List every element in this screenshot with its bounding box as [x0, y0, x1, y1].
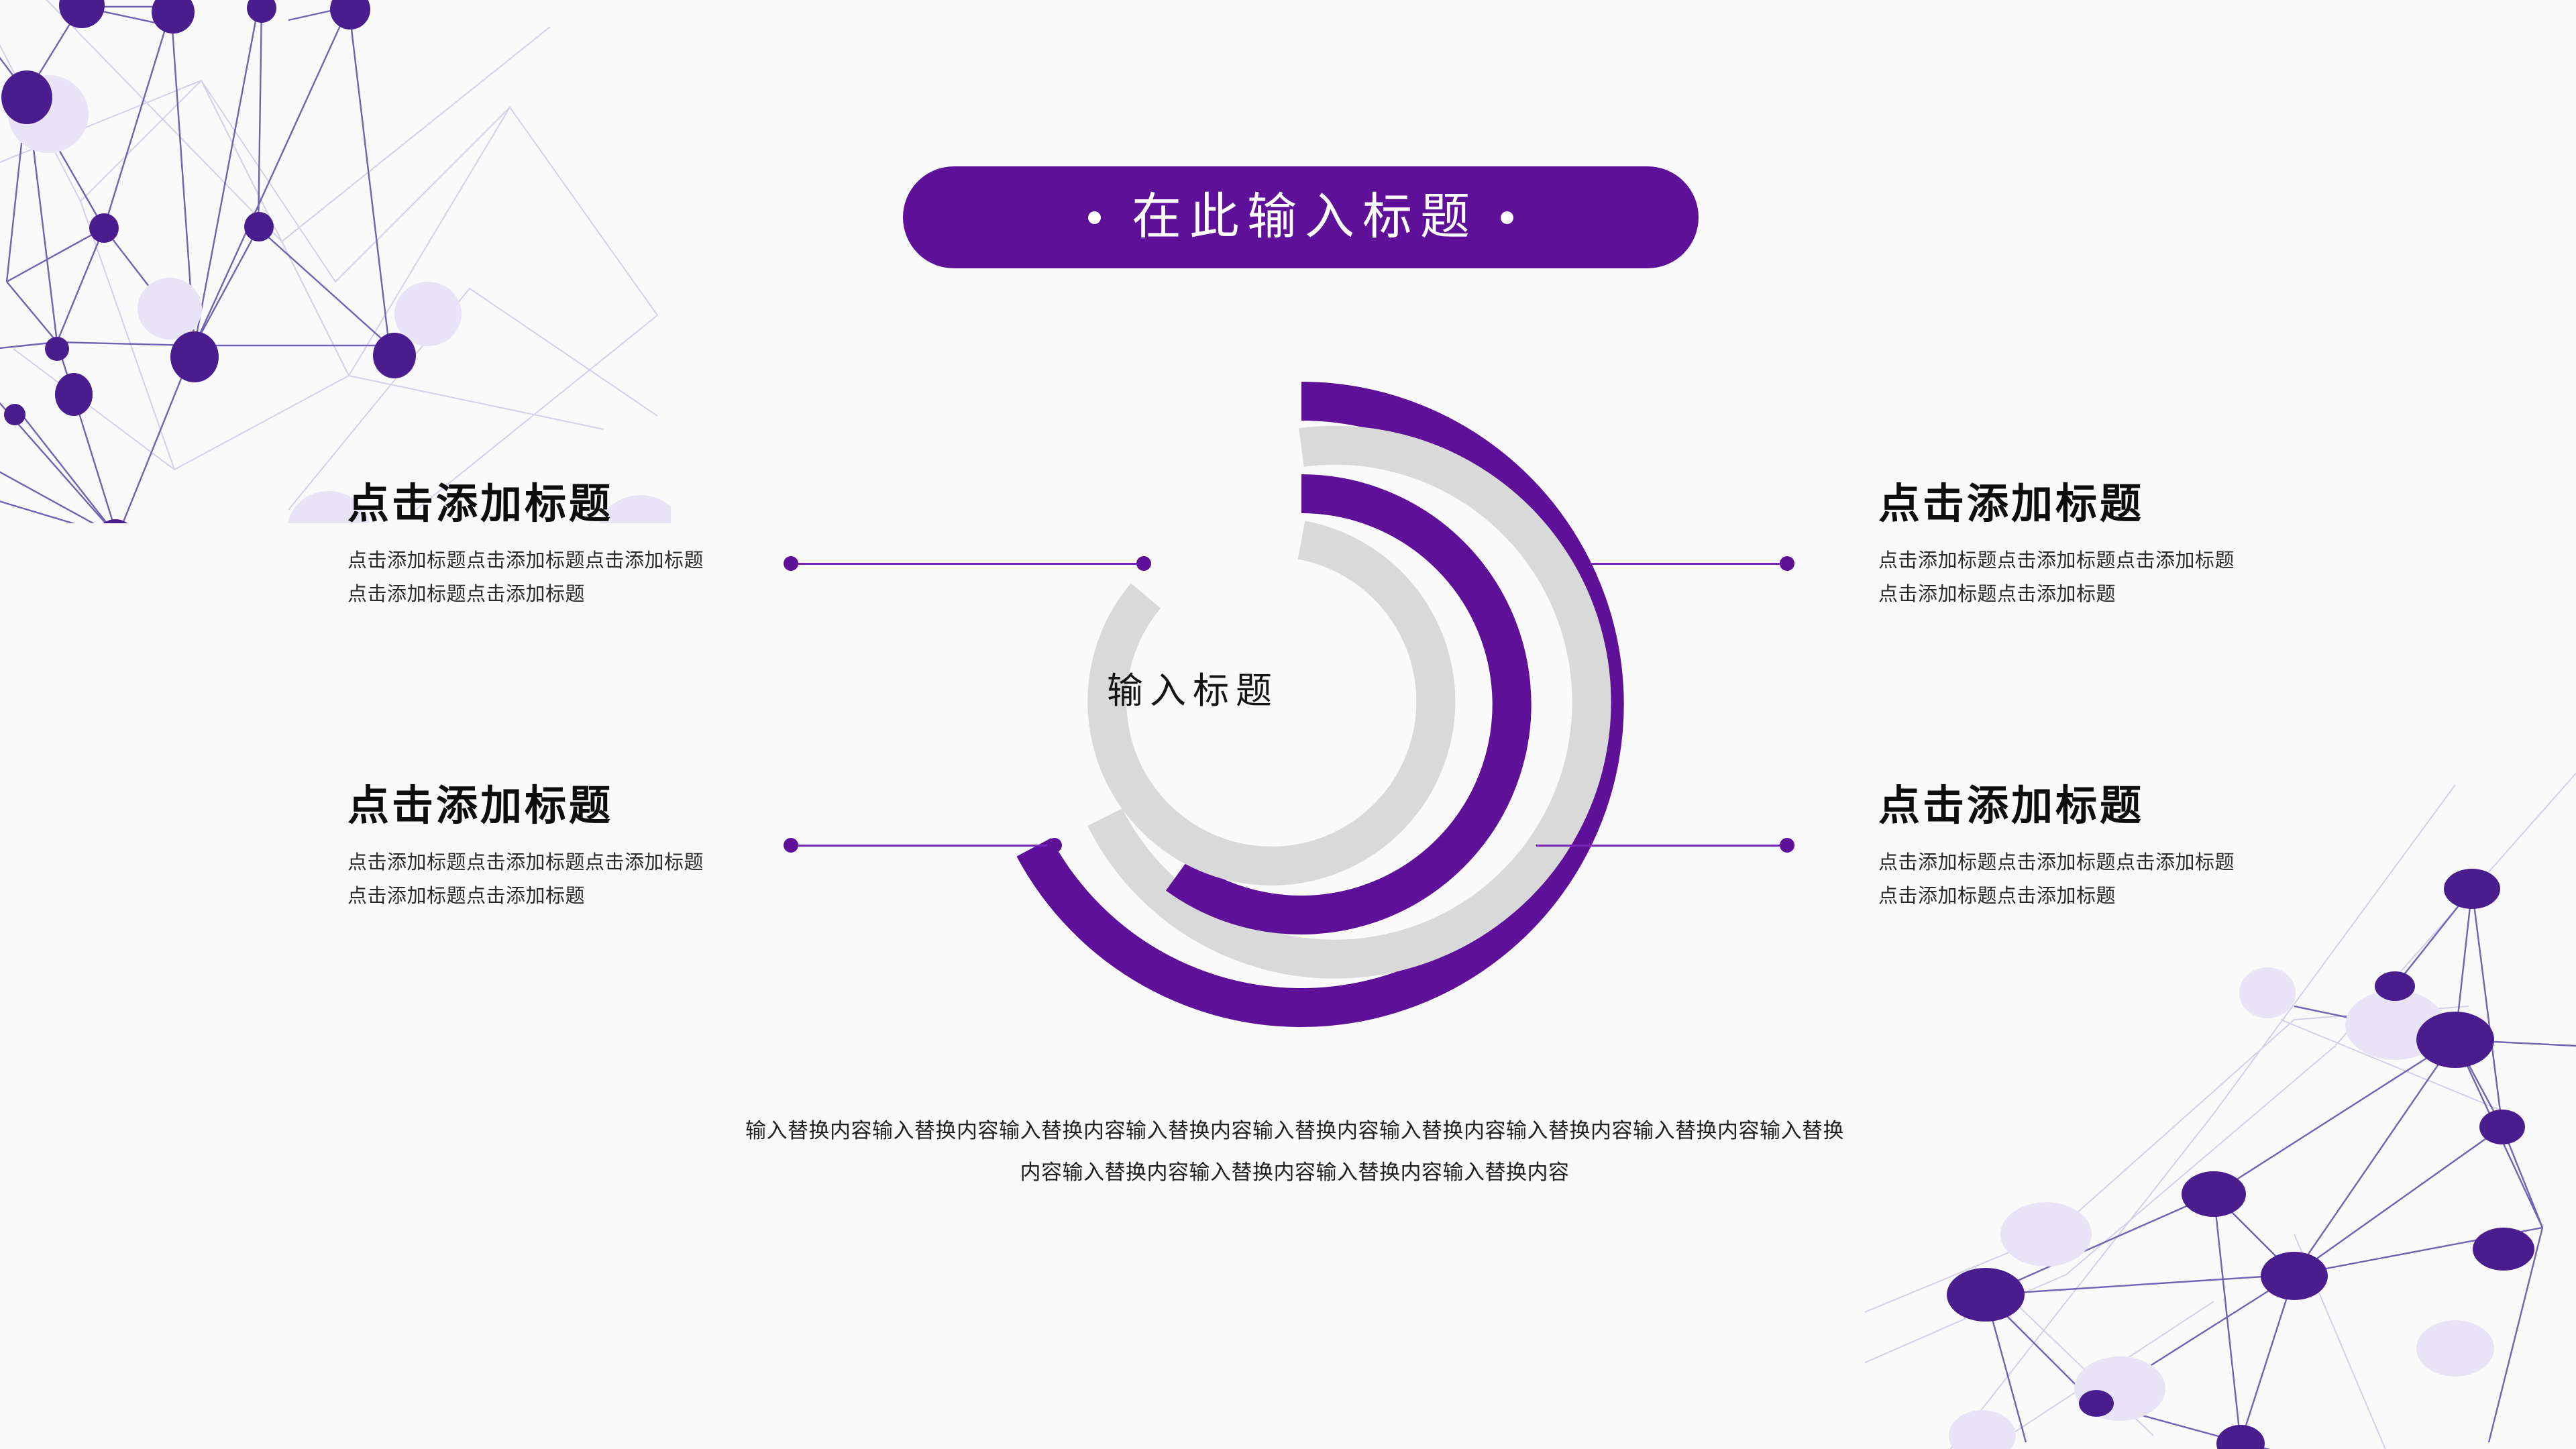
connector-stroke [798, 562, 1136, 565]
connector-stroke [1536, 844, 1780, 847]
ring-center-label: 输入标题 [1107, 671, 1279, 711]
block-heading: 点击添加标题 [1878, 784, 2145, 829]
inner-gray-arc [1087, 521, 1456, 885]
content-block-top-left[interactable]: 点击添加标题 点击添加标题点击添加标题点击添加标题点击添加标题点击添加标题 [347, 482, 777, 612]
footer-paragraph: 输入替换内容输入替换内容输入替换内容输入替换内容输入替换内容输入替换内容输入替换… [745, 1119, 1844, 1184]
content-block-top-right[interactable]: 点击添加标题 点击添加标题点击添加标题点击添加标题点击添加标题点击添加标题 [1878, 482, 2308, 612]
bullet-dot-right [1501, 211, 1513, 224]
connector-stroke [798, 844, 1047, 847]
connector-dot-inner [1047, 838, 1062, 853]
connector-dot-outer [1780, 556, 1794, 571]
block-heading: 点击添加标题 [1878, 482, 2145, 527]
outer-gray-arc [1087, 425, 1611, 979]
connector-dot-inner [1136, 556, 1151, 571]
concentric-ring-diagram [959, 335, 1657, 1073]
content-block-bottom-right[interactable]: 点击添加标题 点击添加标题点击添加标题点击添加标题点击添加标题点击添加标题 [1878, 784, 2308, 914]
connector-line-top-left [784, 555, 1151, 572]
block-heading: 点击添加标题 [347, 482, 614, 527]
connector-line-bottom-left [784, 837, 1062, 853]
connector-dot-outer [1780, 838, 1794, 853]
block-body: 点击添加标题点击添加标题点击添加标题点击添加标题点击添加标题 [1878, 550, 2235, 606]
block-body: 点击添加标题点击添加标题点击添加标题点击添加标题点击添加标题 [1878, 852, 2235, 908]
connector-line-bottom-right [1536, 837, 1794, 853]
connector-dot-outer [784, 556, 798, 571]
block-body: 点击添加标题点击添加标题点击添加标题点击添加标题点击添加标题 [347, 550, 704, 606]
network-decoration-top-left [0, 0, 671, 523]
ring-svg [1016, 382, 1624, 1027]
content-block-bottom-left[interactable]: 点击添加标题 点击添加标题点击添加标题点击添加标题点击添加标题点击添加标题 [347, 784, 777, 914]
inner-purple-arc [1165, 474, 1532, 934]
block-heading: 点击添加标题 [347, 784, 614, 829]
page-title: 在此输入标题 [1132, 190, 1478, 245]
connector-line-top-right [1590, 555, 1794, 572]
title-banner[interactable]: 在此输入标题 [903, 166, 1699, 268]
connector-stroke [1590, 562, 1780, 565]
connector-dot-outer [784, 838, 798, 853]
bullet-dot-left [1088, 211, 1101, 224]
block-body: 点击添加标题点击添加标题点击添加标题点击添加标题点击添加标题 [347, 852, 704, 908]
